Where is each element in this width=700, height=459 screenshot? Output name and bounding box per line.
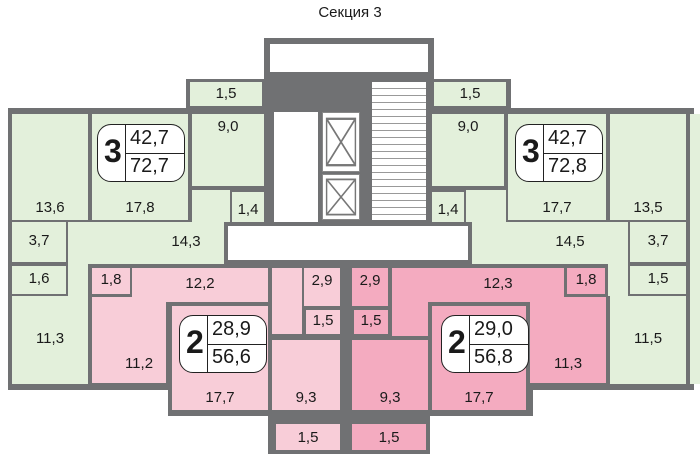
room-neighbor [690,114,700,384]
apartment-badge: 3 42,7 72,8 [515,124,603,182]
core-hall [228,226,468,260]
room-bedroom: 11,5 [610,296,686,384]
stairs-icon [372,82,426,220]
room-kitchen: 9,3 [352,340,428,410]
room-bathroom: 2,9 [304,268,340,306]
room-wc: 1,6 [12,266,66,294]
room-balcony: 1,5 [434,82,506,106]
elevator-icon [322,112,360,172]
room-bathroom: 3,7 [630,222,686,262]
room-bedroom: 11,3 [12,296,88,384]
room-hallway: 14,3 [68,222,224,264]
room-count: 2 [186,324,204,360]
room-bedroom: 13,6 [12,114,88,220]
room-hall-part [466,190,506,222]
total-area: 56,8 [474,346,513,368]
apartment-badge: 3 42,7 72,7 [97,124,185,182]
room-hallway: 14,5 [472,222,628,264]
room-bathroom: 3,7 [12,222,66,262]
room-closet: 1,8 [92,268,130,294]
living-area: 42,7 [130,127,169,149]
room-wc: 1,5 [630,266,686,294]
apartment-badge: 2 29,0 56,8 [441,315,529,373]
core-top [270,44,428,72]
room-count: 3 [522,133,540,169]
room-balcony: 1,5 [190,82,262,106]
room-bathroom: 2,9 [352,268,388,306]
total-area: 56,6 [212,346,251,368]
room-hallway: 12,2 [132,268,268,302]
total-area: 72,7 [130,155,169,177]
room-wc: 1,5 [354,310,388,334]
room-hall-part [608,262,628,296]
living-area: 42,7 [548,127,587,149]
room-balcony: 1,5 [276,424,340,450]
living-area: 29,0 [474,318,513,340]
room-balcony: 1,5 [352,424,426,450]
living-area: 28,9 [212,318,251,340]
room-wc: 1,5 [306,310,340,334]
room-kitchen: 9,0 [432,114,504,186]
room-closet: 1,4 [432,192,464,222]
room-closet: 1,4 [232,192,264,222]
room-hall-part [392,302,428,336]
room-kitchen: 9,0 [192,114,264,186]
room-hallway: 12,3 [392,268,564,302]
room-bedroom: 11,3 [530,297,606,383]
room-closet: 1,8 [567,268,605,294]
section-title: Секция 3 [318,4,382,21]
elevator-icon [322,174,360,220]
room-hall-part [272,268,302,334]
core-corridor [274,112,318,222]
room-bedroom: 11,2 [92,297,166,383]
room-count: 2 [448,324,466,360]
room-count: 3 [104,133,122,169]
room-hall-part [192,190,230,222]
room-kitchen: 9,3 [272,340,340,410]
total-area: 72,8 [548,155,587,177]
apartment-badge: 2 28,9 56,6 [179,315,267,373]
room-hall-part [68,262,88,296]
room-bedroom: 13,5 [610,114,686,220]
